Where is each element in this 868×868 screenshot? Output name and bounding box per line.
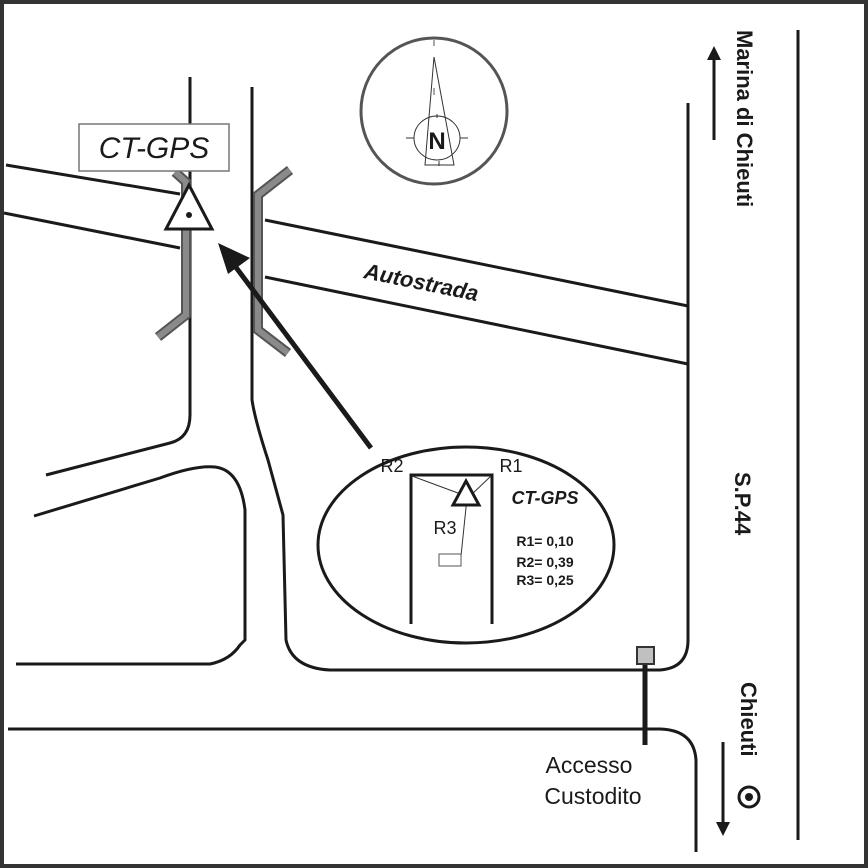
inset-r3-label: R3 [433, 518, 456, 538]
inset-measure-r3: R3= 0,25 [516, 572, 573, 588]
inset-r1-label: R1 [499, 456, 522, 476]
highway-edge-upper-right [264, 218, 689, 308]
road-left-west-edge [45, 77, 192, 477]
south-destination-label: Chieuti [736, 682, 761, 757]
inset-station-label: CT-GPS [511, 488, 578, 508]
highway-edge-upper-left [5, 163, 181, 196]
road-left-east-edge [250, 87, 690, 672]
inset-r2-label: R2 [380, 456, 403, 476]
compass-rose: N [359, 36, 509, 186]
gps-station-marker[interactable] [163, 181, 215, 231]
bridge-rails [154, 166, 294, 357]
highway [3, 163, 689, 366]
inset-r3-box [438, 553, 462, 567]
arrow-down-icon [716, 822, 730, 836]
road-bottom-edge [8, 727, 698, 852]
triangle-icon [163, 181, 215, 231]
inset-measure-r2: R2= 0,39 [516, 554, 573, 570]
compass-north-letter: N [428, 128, 445, 155]
provincial-road-label: S.P.44 [730, 472, 755, 536]
arrow-head-icon [218, 243, 250, 274]
inset-building-outline [409, 473, 494, 624]
station-label: CT-GPS [99, 132, 210, 165]
gate-icon [636, 646, 655, 665]
north-destination-label: Marina di Chieuti [732, 30, 757, 207]
highway-edge-lower-right [264, 275, 689, 366]
access-label-line2: Custodito [544, 783, 641, 809]
direction-south: Chieuti [716, 682, 761, 836]
access-label-line1: Accesso [546, 752, 633, 778]
highway-edge-lower-left [3, 211, 181, 250]
local-roads [8, 30, 800, 852]
inset-measure-r1: R1= 0,10 [516, 533, 573, 549]
station-label-box [78, 123, 230, 172]
inset-detail: R2 R1 R3 CT-GPS R1= 0,10 R2= 0,39 R3= 0,… [316, 445, 616, 645]
guarded-access[interactable]: Accesso Custodito [544, 646, 655, 809]
inset-ellipse [316, 445, 616, 645]
road-block-edge [16, 465, 247, 666]
marker-dot [186, 212, 192, 218]
inset-triangle-icon [450, 477, 482, 507]
compass-circle [359, 36, 509, 186]
pointer-arrow [218, 243, 374, 450]
town-target-icon [737, 785, 761, 809]
arrow-up-icon [707, 46, 721, 60]
direction-north: Marina di Chieuti [707, 30, 757, 207]
